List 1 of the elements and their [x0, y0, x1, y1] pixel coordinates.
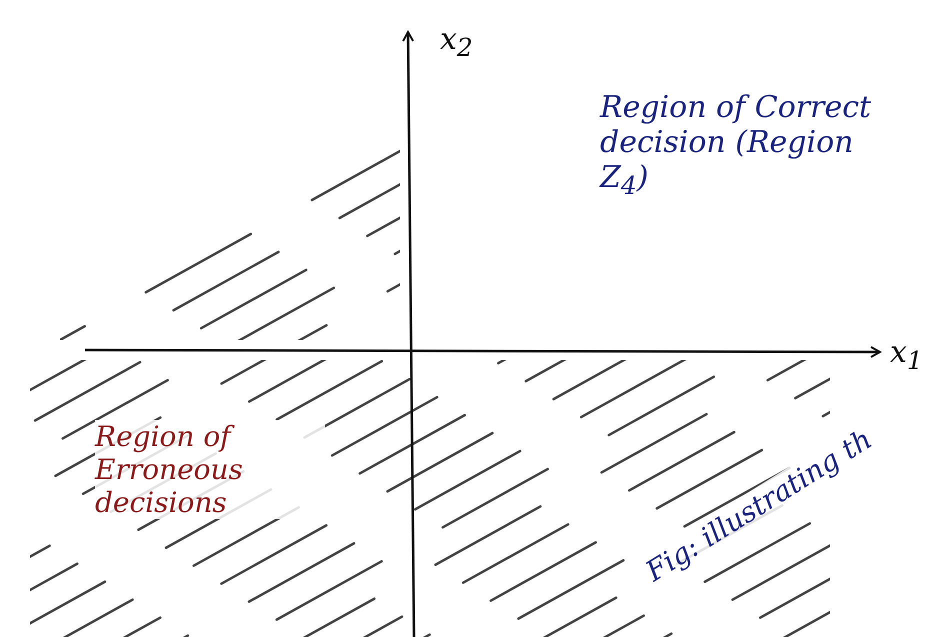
region-label: Region of Erroneous decisions [95, 420, 325, 519]
